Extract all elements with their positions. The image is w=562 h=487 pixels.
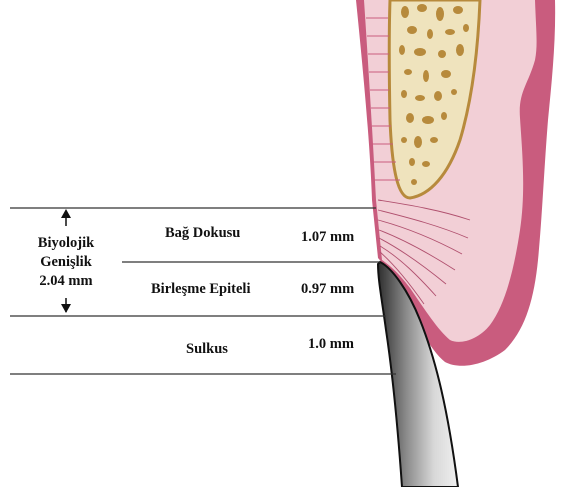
measurement-sulcus: 1.0 mm bbox=[308, 336, 354, 353]
biologic-width-line2: Genişlik bbox=[16, 253, 116, 272]
region-connective-tissue: Bağ Dokusu bbox=[165, 225, 240, 242]
region-sulcus: Sulkus bbox=[186, 341, 228, 358]
biologic-width-line1: Biyolojik bbox=[16, 234, 116, 253]
biologic-width-line3: 2.04 mm bbox=[16, 272, 116, 291]
measurement-junctional-epithelium: 0.97 mm bbox=[301, 281, 354, 298]
biologic-width-label: Biyolojik Genişlik 2.04 mm bbox=[16, 234, 116, 291]
arrow-up-head bbox=[61, 209, 71, 218]
measurement-connective-tissue: 1.07 mm bbox=[301, 229, 354, 246]
arrow-down-head bbox=[61, 304, 71, 313]
region-junctional-epithelium: Birleşme Epiteli bbox=[151, 281, 250, 298]
